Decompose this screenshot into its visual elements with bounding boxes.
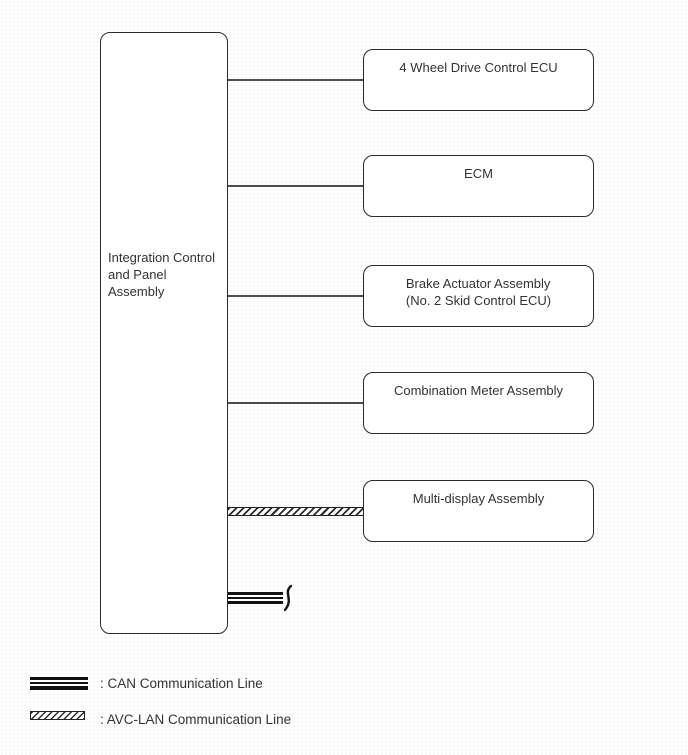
- node-label: ECM: [464, 166, 493, 181]
- node-label: Brake Actuator Assembly (No. 2 Skid Cont…: [405, 276, 552, 308]
- connection-can-ecm: [228, 185, 363, 187]
- node-label: Multi-display Assembly: [412, 491, 545, 506]
- node-box-multi-display: Multi-display Assembly: [363, 480, 594, 542]
- legend-label-can: : CAN Communication Line: [100, 676, 263, 691]
- legend-label-avc-lan: : AVC-LAN Communication Line: [100, 712, 292, 727]
- node-label: 4 Wheel Drive Control ECU: [399, 60, 558, 75]
- connection-can-combination-meter: [228, 402, 363, 404]
- node-box-ecm: ECM: [363, 155, 594, 217]
- node-box-brake-actuator: Brake Actuator Assembly (No. 2 Skid Cont…: [363, 265, 594, 327]
- can-line-symbol: [30, 677, 88, 690]
- can-bus-stub-line: [228, 592, 283, 604]
- connection-avclan-multi-display: [228, 507, 363, 516]
- hub-box-integration-control-panel: Integration Control and Panel Assembly: [100, 32, 228, 634]
- node-box-4wd-ecu: 4 Wheel Drive Control ECU: [363, 49, 594, 111]
- connection-can-4wd-ecu: [228, 79, 363, 81]
- connection-can-brake-actuator: [228, 295, 363, 297]
- line-break-symbol: [283, 584, 293, 612]
- hub-label: Integration Control and Panel Assembly: [108, 250, 215, 299]
- node-box-combination-meter: Combination Meter Assembly: [363, 372, 594, 434]
- avc-lan-line-symbol: [30, 711, 85, 720]
- node-label: Combination Meter Assembly: [393, 383, 564, 398]
